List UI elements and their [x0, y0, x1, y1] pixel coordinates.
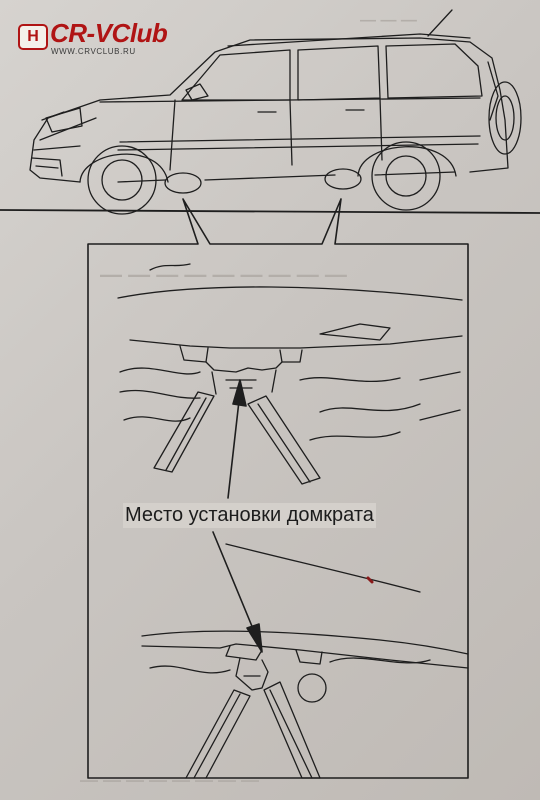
bleed-through-text: — — — — — — — — — [100, 262, 347, 287]
logo-name: CR-VClub [50, 18, 168, 48]
rear-wheel [371, 141, 441, 211]
callout-frame [87, 198, 469, 779]
upper-jack-detail [117, 263, 463, 485]
rear-jack-point-marker [324, 168, 362, 190]
front-jack-point-marker [164, 172, 202, 194]
front-wheel [87, 145, 157, 215]
honda-badge-icon: H [18, 24, 48, 50]
jack-location-caption: Место установки домкрата [123, 503, 376, 528]
arrow-upper [227, 379, 247, 499]
crv-club-logo: H CR-VClub WWW.CRVCLUB.RU [18, 18, 168, 58]
bleed-through-text: — — — — — — — — [80, 770, 260, 790]
car-side-view [29, 9, 522, 215]
logo-url: WWW.CRVCLUB.RU [51, 47, 136, 56]
arrow-lower [212, 531, 263, 653]
lower-jack-detail [141, 543, 469, 779]
bleed-through-text: — — — [360, 12, 417, 29]
ground-line [0, 209, 540, 214]
